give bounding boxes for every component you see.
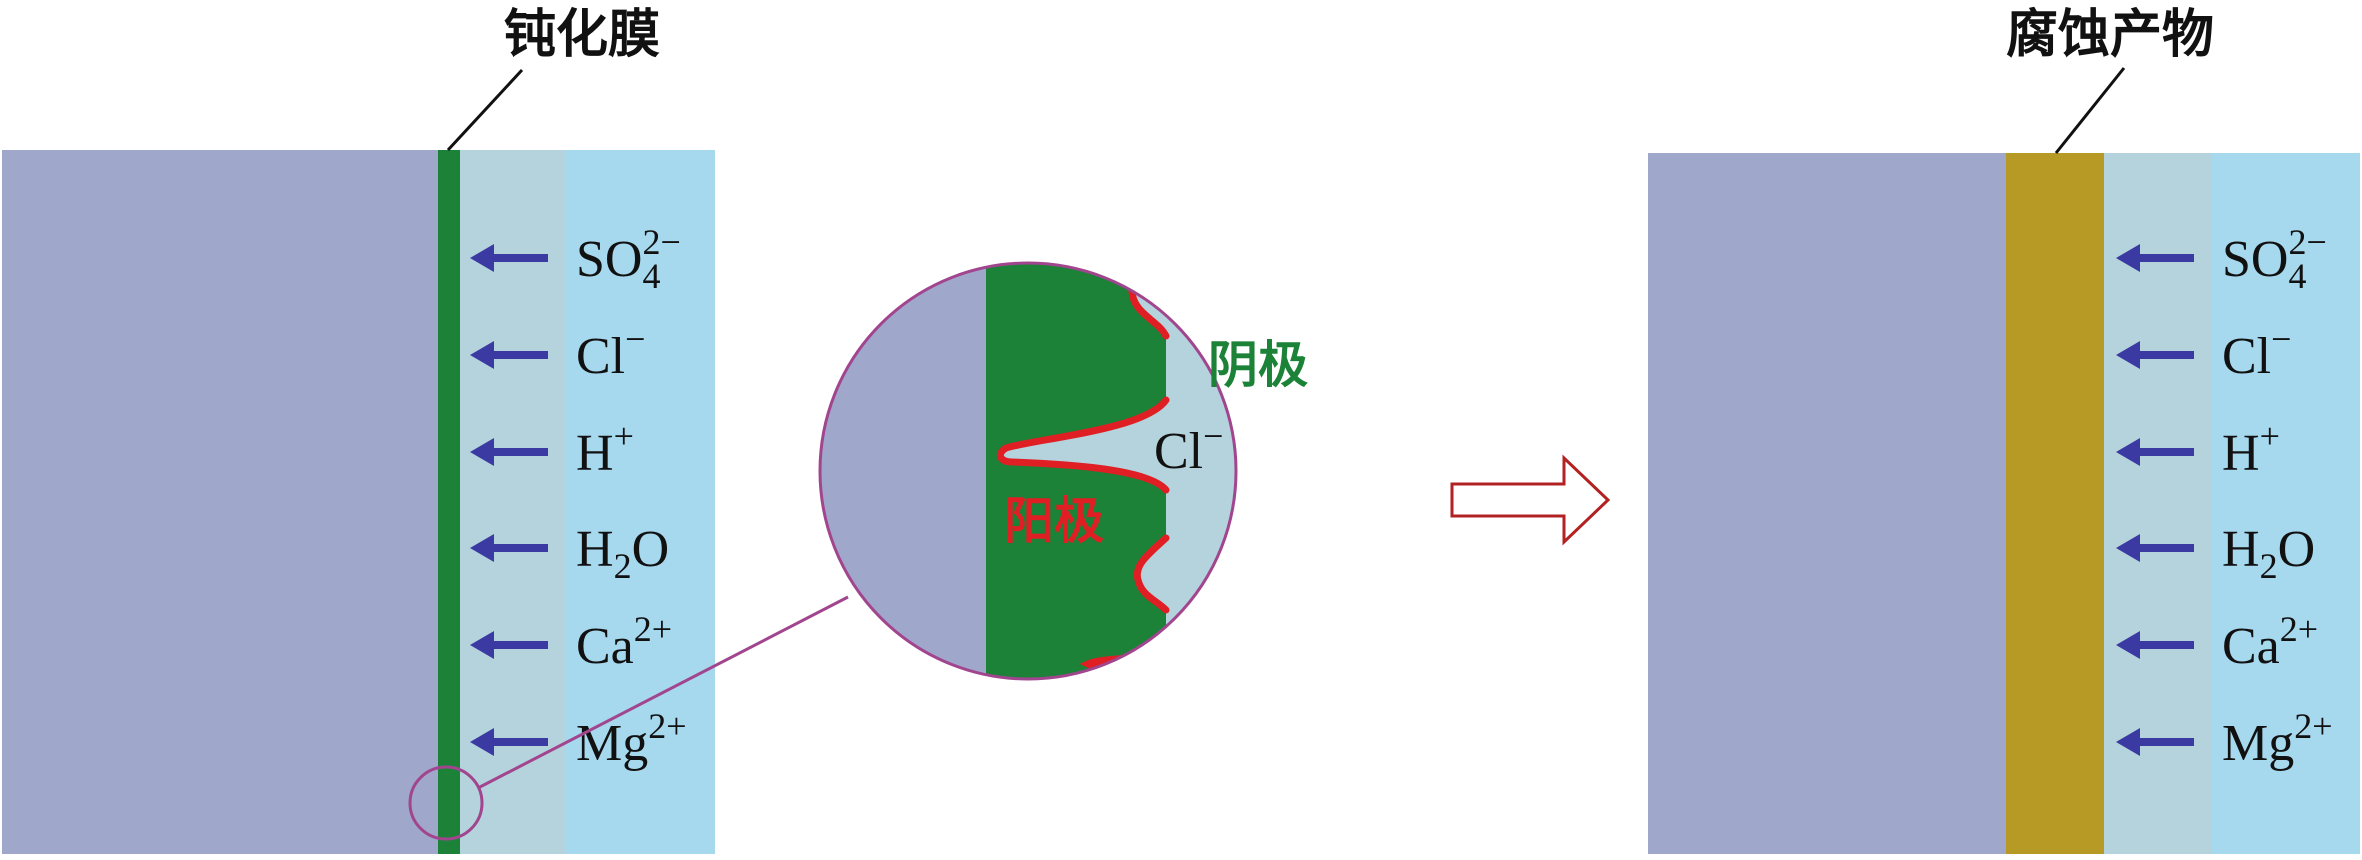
ion-label: Mg2+ <box>2222 706 2333 772</box>
ion-label: SO42− <box>576 222 681 296</box>
ion-arrow <box>2116 438 2194 466</box>
left-ion-arrows <box>470 244 548 756</box>
ion-label: H+ <box>2222 416 2280 482</box>
right-water-zone <box>2212 153 2360 854</box>
ion-arrow <box>470 438 548 466</box>
passive-film-label: 钝化膜 <box>504 5 660 65</box>
magnified-metal <box>820 263 986 679</box>
transition-arrow <box>1450 454 1611 546</box>
passive-film-layer <box>438 150 460 854</box>
ion-label: H2O <box>2222 521 2315 586</box>
passive-film-leader-line <box>446 68 524 152</box>
magnified-view: 阴极 阳极 Cl− <box>477 261 1308 790</box>
right-pore-solution <box>2104 153 2212 854</box>
ion-label: Mg2+ <box>576 706 687 772</box>
right-panel: 腐蚀产物 <box>1648 5 2360 854</box>
pit-chloride-label: Cl− <box>1154 416 1223 480</box>
left-pore-solution <box>460 150 565 854</box>
right-ion-labels: SO42− Cl− H+ H2O Ca2+ Mg2+ <box>2222 222 2333 772</box>
ion-arrow <box>470 534 548 562</box>
ion-arrow <box>470 728 548 756</box>
corrosion-product-leader-line <box>2054 67 2126 154</box>
ion-arrow <box>2116 341 2194 369</box>
left-panel: 钝化膜 <box>2 5 715 854</box>
left-ion-labels: SO42− Cl− H+ H2O Ca2+ Mg2+ <box>576 222 687 772</box>
ion-label: SO42− <box>2222 222 2327 296</box>
ion-arrow <box>470 631 548 659</box>
ion-label: Ca2+ <box>576 609 672 675</box>
ion-label: Ca2+ <box>2222 609 2318 675</box>
ion-arrow <box>2116 631 2194 659</box>
anode-label: 阳极 <box>1004 492 1104 550</box>
right-ion-arrows <box>2116 244 2194 756</box>
ion-arrow <box>2116 728 2194 756</box>
cathode-label: 阴极 <box>1208 336 1308 394</box>
magnified-passive-film <box>986 263 1166 679</box>
magnifier-source-circle <box>408 765 484 841</box>
corrosion-product-label: 腐蚀产物 <box>2006 5 2214 65</box>
ion-arrow <box>470 341 548 369</box>
corrosion-product-layer <box>2006 153 2104 854</box>
left-metal-substrate <box>2 150 438 854</box>
magnifier-circle <box>818 261 1238 681</box>
ion-label: H+ <box>576 416 634 482</box>
ion-arrow <box>470 244 548 272</box>
left-water-zone <box>565 150 715 854</box>
ion-label: H2O <box>576 521 669 586</box>
ion-arrow <box>2116 244 2194 272</box>
right-metal-substrate <box>1648 153 2006 854</box>
ion-label: Cl− <box>576 319 645 385</box>
ion-label: Cl− <box>2222 319 2291 385</box>
ion-arrow <box>2116 534 2194 562</box>
magnifier-connector-line <box>477 595 849 790</box>
